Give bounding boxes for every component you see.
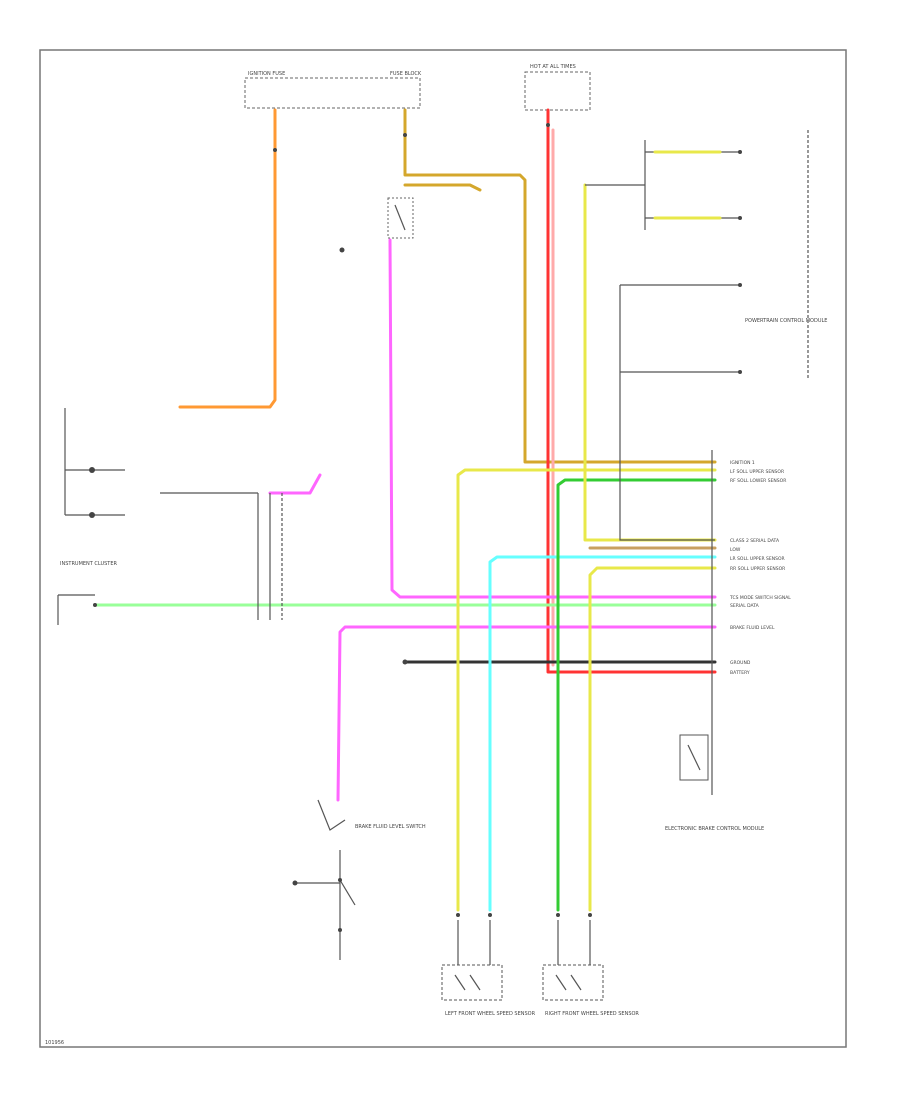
wire-lf-yellow (456, 468, 717, 912)
ebcm-switch-arm (687, 744, 701, 771)
diagram-frame (39, 49, 847, 1048)
svg-text:IGNITION FUSE: IGNITION FUSE (248, 71, 285, 77)
rf-sensor-label: RIGHT FRONT WHEEL SPEED SENSOR (545, 1011, 639, 1017)
ebcm-label: ELECTRONIC BRAKE CONTROL MODULE (665, 826, 764, 832)
pin-label: TCS MODE SWITCH SIGNAL (729, 595, 791, 601)
wire-lf-cyan (488, 555, 717, 912)
pin-label: BRAKE FLUID LEVEL (730, 625, 775, 631)
pin-label: GROUND (730, 660, 751, 666)
connector-markers (93, 123, 742, 917)
figure-code: 101956 (45, 1040, 64, 1046)
svg-text:HOT AT ALL TIMES: HOT AT ALL TIMES (530, 64, 576, 70)
wire-rf-yellow (588, 566, 717, 912)
wire-cluster-pink (268, 473, 322, 495)
wire-orange-cluster (178, 108, 277, 409)
brake-lamp-bracket (64, 408, 125, 518)
pin-label: IGNITION 1 (730, 460, 755, 466)
left-serial-component (57, 594, 95, 625)
wire-ignition-feed (403, 108, 717, 464)
right-front-wheel-sensor (542, 920, 604, 1001)
wire-ignition-branch (403, 183, 482, 192)
ignition-fuse-box: IGNITION FUSE FUSE BLOCK (244, 71, 422, 109)
brake-fluid-switch-label: BRAKE FLUID LEVEL SWITCH (355, 824, 426, 830)
pin-label: SERIAL DATA (730, 603, 760, 609)
wire-brake-fluid-pink (336, 625, 717, 802)
brake-warning-relay (387, 197, 414, 239)
instrument-cluster-label: INSTRUMENT CLUSTER (60, 561, 118, 567)
wire-battery-red (546, 108, 717, 674)
wire-pcm-grey (619, 285, 715, 541)
module-pin-labels: IGNITION 1 LF SOLL UPPER SENSOR RF SOLL … (729, 460, 791, 676)
wire-rf-green (556, 478, 717, 912)
hot-at-all-times-box: HOT AT ALL TIMES (524, 64, 591, 111)
svg-text:FUSE BLOCK: FUSE BLOCK (390, 71, 422, 77)
wire-rf-yellow-2 (583, 183, 717, 542)
pin-label: RF SOLL LOWER SENSOR (730, 478, 786, 484)
pin-label: LOW (730, 547, 741, 553)
lf-sensor-label: LEFT FRONT WHEEL SPEED SENSOR (445, 1011, 536, 1017)
pin-label: BATTERY (730, 670, 750, 676)
pin-label: RR SOLL UPPER SENSOR (730, 566, 785, 572)
left-front-wheel-sensor (441, 920, 503, 1001)
ebcm-inner-switch (679, 734, 709, 781)
pcm-label: POWERTRAIN CONTROL MODULE (745, 318, 827, 324)
brake-fluid-switch (292, 799, 356, 960)
pin-label: CLASS 2 SERIAL DATA (730, 538, 780, 544)
pin-label: LF SOLL UPPER SENSOR (730, 469, 784, 475)
pin-label: LR SOLL UPPER SENSOR (730, 556, 785, 562)
